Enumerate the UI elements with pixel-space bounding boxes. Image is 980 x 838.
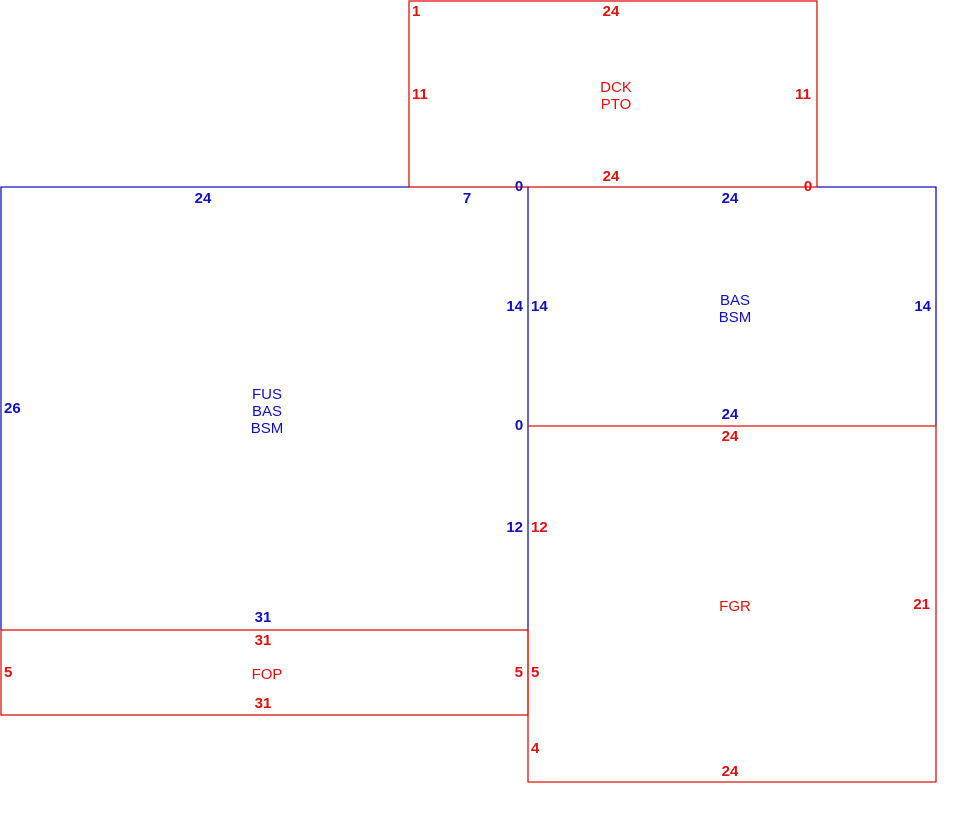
bas-right-dim-right: 14	[914, 298, 931, 315]
main-dim-left: 26	[4, 400, 21, 417]
porch-code: FOP	[252, 666, 283, 683]
main-code-2: BAS	[252, 403, 282, 420]
main-code-1: FUS	[252, 386, 282, 403]
porch-dim-top: 31	[255, 632, 272, 649]
main-outline-left-top	[0, 186, 409, 630]
deck-dim-bottom: 24	[603, 168, 620, 185]
bas-right-outline	[817, 186, 937, 426]
bas-right-code-2: BSM	[719, 309, 752, 326]
deck-code-2: PTO	[601, 96, 632, 113]
bas-right-code-1: BAS	[720, 292, 750, 309]
deck-dim-left: 11	[412, 86, 428, 103]
main-dim-top-b: 7	[463, 190, 471, 207]
main-dim-right-mid: 0	[515, 417, 523, 434]
garage-outline	[527, 425, 937, 783]
deck-dim-top: 24	[603, 3, 620, 20]
main-code-3: BSM	[251, 420, 284, 437]
garage-dim-left-lower: 4	[531, 740, 540, 757]
deck-code-1: DCK	[600, 79, 632, 96]
garage-area	[527, 425, 937, 783]
porch-area	[0, 629, 529, 716]
bas-right-dim-bottom: 24	[722, 406, 739, 423]
porch-dim-right: 5	[515, 664, 523, 681]
deck-outline	[408, 0, 818, 188]
main-dim-top-a: 24	[195, 190, 212, 207]
porch-outline	[0, 629, 529, 716]
deck-dim-corner-tl: 1	[412, 3, 420, 20]
bas-right-area	[817, 186, 937, 426]
bas-right-dim-left: 14	[531, 298, 548, 315]
porch-dim-left: 5	[4, 664, 12, 681]
deck-dim-corner-bl: 0	[515, 178, 523, 195]
garage-dim-right: 21	[913, 596, 930, 613]
garage-dim-left-upper: 12	[531, 519, 548, 536]
porch-dim-bottom: 31	[255, 695, 272, 712]
garage-dim-top: 24	[722, 428, 739, 445]
main-dim-bottom: 31	[255, 609, 272, 626]
deck-dim-corner-br: 0	[804, 178, 812, 195]
main-area	[0, 186, 529, 630]
deck-area	[408, 0, 818, 188]
main-dim-right-lower: 12	[506, 519, 523, 536]
main-dim-right-upper: 14	[506, 298, 523, 315]
bas-right-dim-top: 24	[722, 190, 739, 207]
garage-dim-left-mid: 5	[531, 664, 539, 681]
garage-code: FGR	[719, 598, 751, 615]
deck-dim-right: 11	[795, 86, 811, 103]
garage-dim-bottom: 24	[722, 763, 739, 780]
